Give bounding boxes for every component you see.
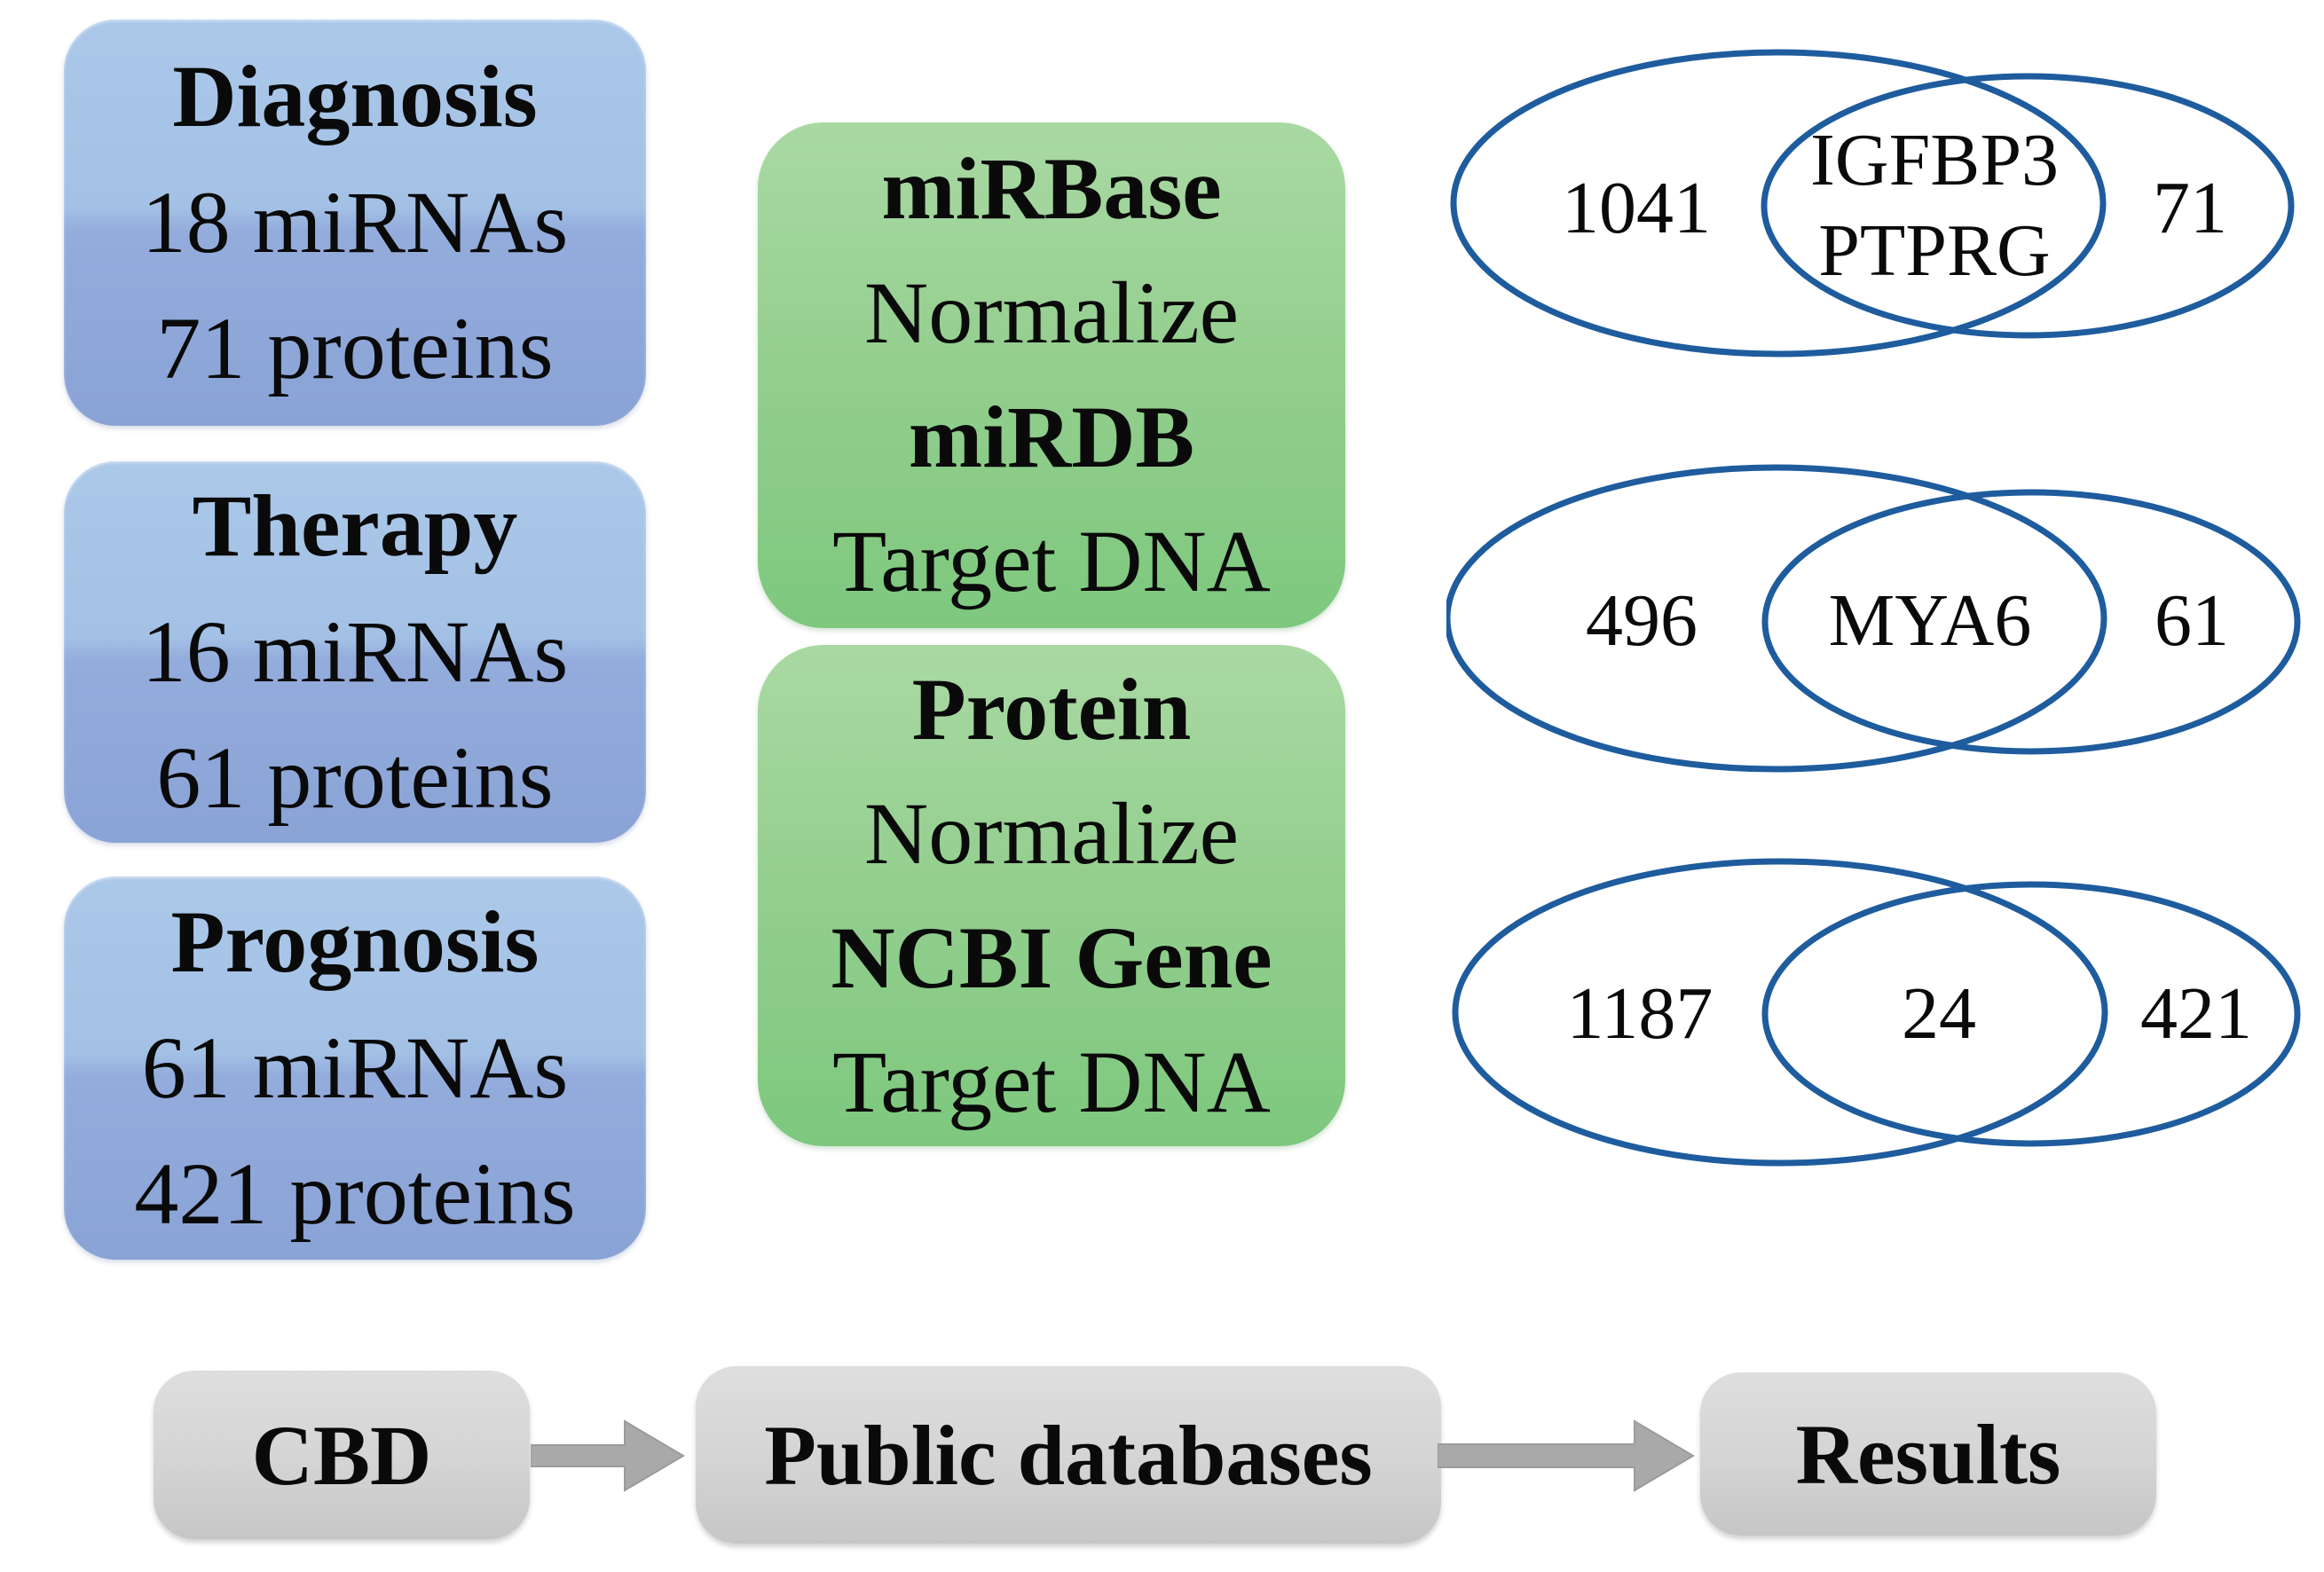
flow-arrow-1 [531,1419,685,1492]
db-name: miRBase [881,139,1222,238]
venn-left-ellipse [1446,464,2107,773]
stage-box-title: Prognosis [170,892,540,991]
venn-left-count: 1041 [1562,167,1711,249]
db-box-mirna-pipeline: miRBase Normalize miRDB Target DNA [758,122,1345,628]
stage-box-mirna-count: 61 miRNAs [141,1018,569,1117]
flow-box-results: Results [1700,1372,2156,1536]
right-arrow-icon [1438,1419,1695,1492]
db-step: Target DNA [832,1032,1271,1131]
flow-box-cbd: CBD [154,1371,530,1539]
flow-box-label: Public databases [764,1407,1373,1503]
venn-therapy: 496 MYA6 61 [1446,464,2301,773]
venn-left-count: 1187 [1567,972,1713,1055]
stage-box-diagnosis: Diagnosis 18 miRNAs 71 proteins [64,20,646,426]
db-step: Normalize [863,783,1240,883]
stage-box-prognosis: Prognosis 61 miRNAs 421 proteins [64,876,646,1260]
venn-right-ellipse [1761,489,2301,755]
venn-overlap-label: MYA6 [1829,579,2032,662]
venn-right-ellipse [1761,881,2301,1147]
venn-left-ellipse [1450,49,2107,358]
venn-right-ellipse [1761,73,2295,339]
stage-box-title: Diagnosis [172,47,538,145]
stage-box-mirna-count: 16 miRNAs [141,602,569,701]
db-name: NCBI Gene [831,908,1272,1007]
stage-box-mirna-count: 18 miRNAs [141,173,569,271]
venn-overlap-label: PTPRG [1818,209,2050,292]
stage-box-protein-count: 61 proteins [156,728,554,827]
right-arrow-icon [531,1419,685,1492]
venn-left-count: 496 [1586,579,1698,662]
flow-box-label: Results [1795,1406,2061,1502]
stage-box-title: Therapy [192,476,518,575]
stage-box-protein-count: 71 proteins [156,299,554,397]
flow-box-public-databases: Public databases [696,1366,1441,1544]
venn-overlap-label: 24 [1902,972,1976,1055]
db-box-protein-pipeline: Protein Normalize NCBI Gene Target DNA [758,645,1345,1146]
venn-prognosis: 1187 24 421 [1452,858,2301,1167]
venn-left-ellipse [1452,858,2108,1167]
venn-right-count: 71 [2153,167,2227,249]
venn-overlap-label: IGFBP3 [1810,119,2059,201]
venn-right-count: 421 [2140,972,2252,1055]
venn-right-count: 61 [2155,579,2229,662]
db-name: miRDB [908,388,1195,486]
stage-box-therapy: Therapy 16 miRNAs 61 proteins [64,461,646,843]
flow-arrow-2 [1438,1419,1695,1492]
flow-box-label: CBD [251,1407,432,1503]
db-step: Normalize [863,263,1240,362]
stage-box-protein-count: 421 proteins [134,1144,576,1243]
venn-diagnosis: 1041 IGFBP3 PTPRG 71 [1450,49,2295,358]
db-name: Protein [911,659,1192,758]
db-step: Target DNA [832,512,1271,610]
